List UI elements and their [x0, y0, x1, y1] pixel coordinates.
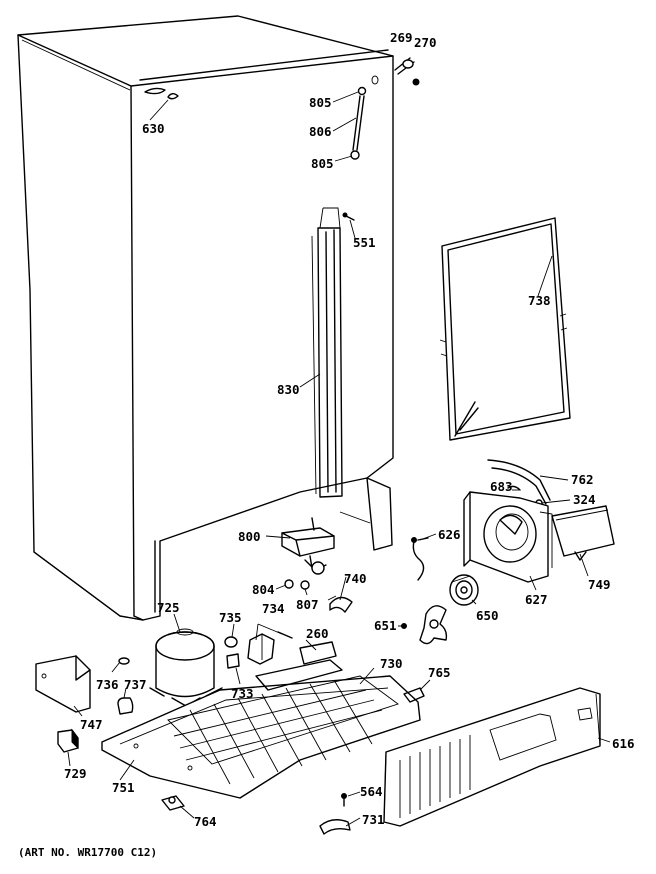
- label-804: 804: [252, 582, 275, 597]
- label-740: 740: [344, 571, 367, 586]
- fan-housing-627: [463, 491, 553, 583]
- water-valve-800: [281, 517, 335, 590]
- motor-650: [449, 574, 479, 606]
- label-324: 324: [573, 492, 596, 507]
- label-806: 806: [309, 124, 332, 139]
- part-729: [57, 728, 79, 753]
- label-805-top: 805: [309, 95, 332, 110]
- screw-551: [342, 212, 355, 221]
- label-725: 725: [157, 600, 180, 615]
- part-805-806: [350, 86, 367, 160]
- part-269-270: [394, 57, 420, 86]
- label-731: 731: [362, 812, 385, 827]
- label-683: 683: [490, 479, 513, 494]
- label-805-bottom: 805: [311, 156, 334, 171]
- part-740: [327, 595, 353, 613]
- art-number-caption: (ART NO. WR17700 C12): [18, 846, 158, 859]
- label-651: 651: [374, 618, 397, 633]
- label-270: 270: [414, 35, 437, 50]
- gasket-738: [439, 217, 571, 441]
- label-749: 749: [588, 577, 611, 592]
- label-747: 747: [80, 717, 103, 732]
- cover-749: [551, 505, 615, 561]
- parts-736-737: [117, 657, 134, 715]
- label-738: 738: [528, 293, 551, 308]
- label-730: 730: [380, 656, 403, 671]
- label-762: 762: [571, 472, 594, 487]
- label-650: 650: [476, 608, 499, 623]
- leader-lines: [67, 91, 611, 827]
- label-729: 729: [64, 766, 87, 781]
- base-751: [101, 675, 421, 799]
- parts-733-735: [224, 631, 293, 669]
- label-751: 751: [112, 780, 135, 795]
- label-735: 735: [219, 610, 242, 625]
- cabinet: [17, 15, 394, 621]
- label-269: 269: [390, 30, 413, 45]
- bracket-747: [35, 655, 91, 713]
- parts-564-731: [319, 793, 351, 835]
- label-630: 630: [142, 121, 165, 136]
- label-734: 734: [262, 601, 285, 616]
- label-764: 764: [194, 814, 217, 829]
- grille-616: [383, 687, 601, 827]
- label-733: 733: [231, 686, 254, 701]
- label-627: 627: [525, 592, 548, 607]
- label-564: 564: [360, 784, 383, 799]
- label-736: 736: [96, 677, 119, 692]
- label-737: 737: [124, 677, 147, 692]
- label-626: 626: [438, 527, 461, 542]
- condenser-730: [167, 641, 399, 785]
- part-626: [411, 537, 429, 581]
- label-765: 765: [428, 665, 451, 680]
- label-800: 800: [238, 529, 261, 544]
- part-labels: 269 270 630 805 806 805 551 738 830 762 …: [64, 30, 635, 829]
- part-765: [403, 687, 425, 703]
- label-830: 830: [277, 382, 300, 397]
- fan-blade-651: [401, 605, 448, 645]
- part-764: [161, 795, 185, 811]
- channel-830: [311, 207, 343, 498]
- label-616: 616: [612, 736, 635, 751]
- label-807: 807: [296, 597, 319, 612]
- label-551: 551: [353, 235, 376, 250]
- label-260: 260: [306, 626, 329, 641]
- tube-762: [487, 459, 551, 505]
